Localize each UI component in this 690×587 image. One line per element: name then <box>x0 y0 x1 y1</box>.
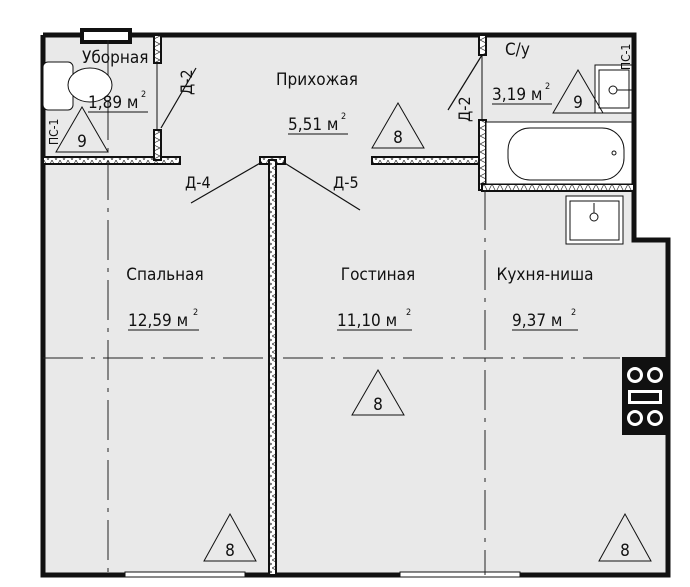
room-name-bathroom: С/у <box>505 40 530 60</box>
sup: 2 <box>141 90 146 100</box>
sink-icon <box>594 64 633 114</box>
door-label-d5: Д-5 <box>333 173 359 192</box>
mark-triangle <box>203 512 257 562</box>
room-area-kitchen: 9,37 м <box>512 311 562 331</box>
riser-label-right: ПС-1 <box>619 44 633 70</box>
axis-lines <box>43 40 620 575</box>
room-name-living: Гостиная <box>341 265 416 285</box>
room-area-bedroom: 12,59 м <box>128 311 188 331</box>
room-area-toilet: 1,89 м <box>88 93 138 113</box>
mark-triangle <box>371 102 425 149</box>
door-label-d2-left: Д-2 <box>177 69 196 95</box>
mark-triangle <box>351 369 405 416</box>
sup: 2 <box>406 308 411 318</box>
room-name-toilet: Уборная <box>82 48 148 68</box>
sup: 2 <box>571 308 576 318</box>
outer-wall <box>40 32 671 578</box>
kitchen-sink-icon <box>565 195 624 245</box>
bathtub-icon <box>485 121 633 185</box>
room-name-hall: Прихожая <box>276 70 358 90</box>
mark-hall: 8 <box>393 128 403 148</box>
mark-toilet: 9 <box>77 132 87 152</box>
toilet-fixture <box>42 61 113 111</box>
mark-triangle <box>55 106 109 153</box>
sup: 2 <box>545 82 550 92</box>
door-swings <box>160 54 483 211</box>
room-name-bedroom: Спальная <box>126 265 203 285</box>
sup: 2 <box>341 112 346 122</box>
door-label-d2-right: Д-2 <box>455 96 474 122</box>
sup: 2 <box>193 308 198 318</box>
window <box>124 571 246 578</box>
mark-living: 8 <box>373 395 383 415</box>
door-label-d4: Д-4 <box>185 173 211 192</box>
room-area-hall: 5,51 м <box>288 115 338 135</box>
mark-triangle <box>552 69 604 114</box>
mark-bathroom: 9 <box>573 93 583 113</box>
floor-area <box>43 35 668 575</box>
room-area-bathroom: 3,19 м <box>492 85 542 105</box>
mark-bedroom: 8 <box>225 541 235 561</box>
stove-icon <box>622 357 668 435</box>
mark-triangle <box>598 512 652 562</box>
mark-kitchen: 8 <box>620 541 630 561</box>
toilet-notch <box>80 28 132 44</box>
room-name-kitchen: Кухня-ниша <box>497 265 594 285</box>
window <box>399 571 521 578</box>
room-area-living: 11,10 м <box>337 311 397 331</box>
riser-label-left: ПС-1 <box>47 119 61 145</box>
